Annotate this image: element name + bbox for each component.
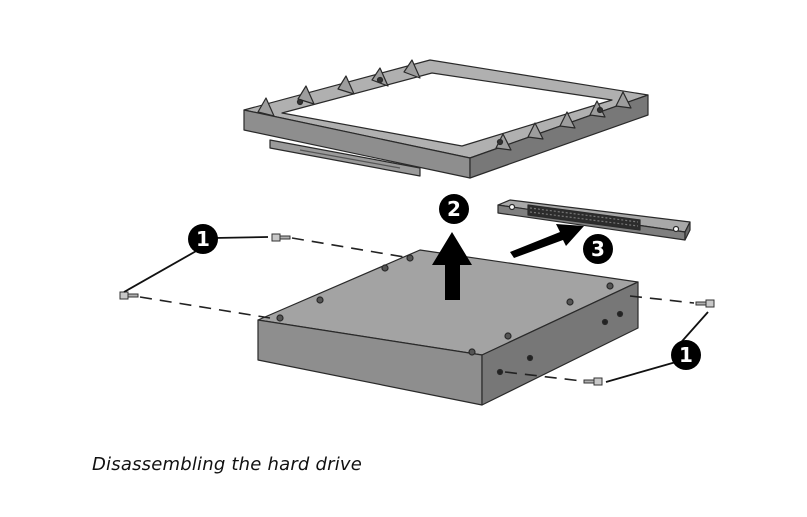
figure-caption: Disassembling the hard drive <box>92 454 363 475</box>
callout-lift-drive: 2 <box>439 194 469 224</box>
remove-connector-arrow <box>510 224 584 258</box>
screw <box>271 233 291 242</box>
lift-drive-arrow <box>432 232 472 300</box>
callout-screws-left: 1 <box>188 224 218 254</box>
svg-text:3: 3 <box>591 237 605 261</box>
callout-remove-connector: 3 <box>583 234 613 264</box>
hard-drive-connector <box>497 199 691 241</box>
alignment-lines <box>139 237 695 382</box>
svg-text:2: 2 <box>447 197 461 221</box>
svg-text:1: 1 <box>679 343 693 367</box>
screws <box>119 233 715 386</box>
hard-drive-exploded-diagram: 1 1 2 3 <box>119 59 715 406</box>
screw <box>583 377 603 386</box>
screw <box>119 291 139 300</box>
callout-screws-right: 1 <box>671 340 701 370</box>
svg-text:1: 1 <box>196 227 210 251</box>
screw <box>695 299 715 308</box>
hard-drive-bracket <box>243 59 649 179</box>
hard-drive <box>257 249 639 406</box>
